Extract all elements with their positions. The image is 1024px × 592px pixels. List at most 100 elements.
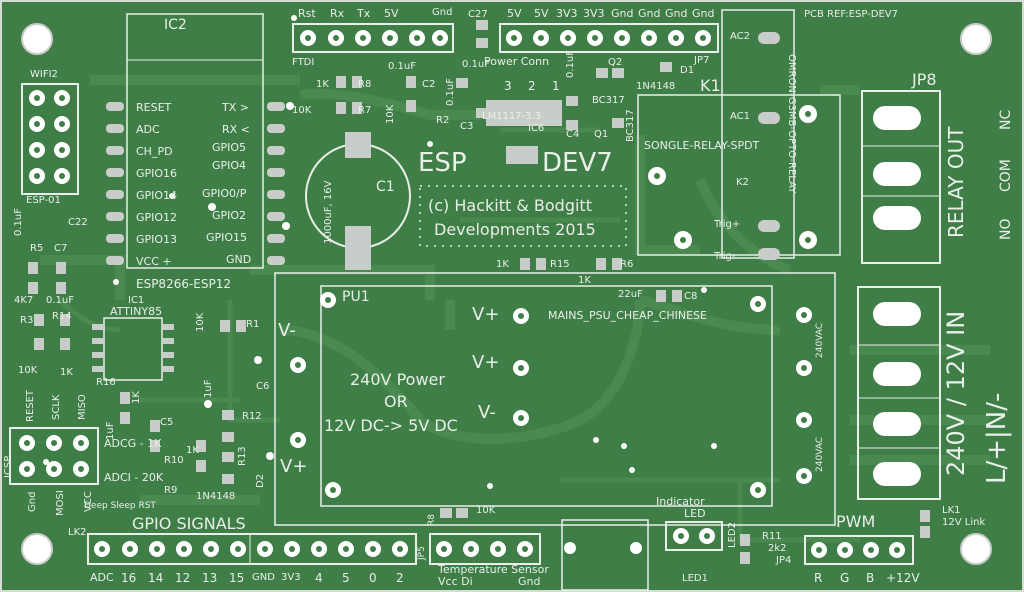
gpio-header-outline [87,533,417,565]
wifi-header-outline [21,83,79,195]
pwm-title: PWM [836,512,876,531]
psu-vac-1: 240VAC [815,322,825,358]
gpio-pin-10: 5 [342,571,350,585]
ftdi-header-outline [292,23,454,53]
relay-outline [637,94,841,256]
cap-value-5: 0.1uF [13,208,24,236]
icsp-sclk: SCLK [51,394,62,420]
ftdi-label-gnd: Gnd [432,7,453,18]
ftdi-label-rx: Rx [330,7,345,20]
temp-sensor-outline [561,519,649,591]
jp8-nc: NC [998,109,1014,130]
pwm-pin-b: B [866,571,875,585]
psu-vminus-2: V- [278,320,296,341]
res-value-11: 1K [186,445,199,456]
ic2-pin-right-6: GPIO2 [212,209,247,222]
power-label-6: Gnd [638,7,661,20]
power-label-1: 5V [507,7,522,20]
r2-ref: R2 [436,115,450,126]
temp-header-outline [429,533,541,565]
icsp-name: ICSP [3,455,14,478]
icsp-outline [9,427,99,485]
relay-alt: OMRON-G3MB-OPTO-RELAY [786,54,797,194]
indicator-led: LED [684,507,706,520]
ic2-pin-left-3: CH_PD [136,145,173,158]
relay-ac1: AC1 [730,111,751,122]
r3-ref: R3 [20,315,34,326]
c1-ref: C1 [376,179,395,195]
regulator-pad [506,146,538,164]
res-value-9: 10K [195,312,206,332]
power-label-2: 5V [534,7,549,20]
res-value-12: 10K [476,505,496,516]
cap-value-6: 0.1uF [46,295,74,306]
res-value-4: 1K [496,259,509,270]
ftdi-label-rst: Rst [298,7,316,20]
temp-r: R8 [427,514,437,526]
traces [40,75,990,505]
psu-line3: 12V DC-> 5V DC [324,416,458,435]
power-ref: JP7 [694,55,710,66]
title-copyright: (c) Hackitt & Bodgitt [428,196,592,215]
ic2-pin-right-3: GPIO5 [212,141,247,154]
res-value-8: 1K [60,367,73,378]
mains-terminal-outline [857,286,941,500]
c1-pad-bottom [345,226,371,270]
ic2-pads [106,102,285,265]
res-value-2: 10K [292,105,312,116]
reg-pin-2: 2 [528,79,536,93]
relay-k2: K2 [736,177,749,188]
pwm-header-outline [804,535,914,565]
ic1-name: ATTINY85 [110,305,163,318]
psu-name: MAINS_PSU_CHEAP_CHINESE [548,309,708,322]
c1-pad-top [345,132,371,158]
cap-value-9: 22uF [618,289,643,300]
ic2-pin-left-6: GPIO12 [136,211,178,224]
relay-trig-plus: Trig+ [714,219,741,230]
c5-ref: C5 [160,417,174,428]
lk1-link: 12V Link [942,517,986,528]
wifi-name: ESP-01 [26,195,61,206]
mounting-holes [21,23,992,565]
res-value-13: 2k2 [768,543,787,554]
r6-ref: R6 [620,259,634,270]
res-value-7: 10K [18,365,38,376]
temp-gnd: Gnd [518,575,541,588]
c2-ref: C2 [422,79,436,90]
r11-ref: R11 [762,531,782,542]
power-header-outline [499,23,719,53]
transistor-2: BC317 [625,109,636,142]
gpio-pin-5: 13 [202,571,218,585]
indicator-led2: LED2 [727,522,738,548]
relay-name: SONGLE-RELAY-SPDT [644,139,760,152]
title-esp: ESP [418,148,467,178]
diode-1: 1N4148 [636,81,676,92]
ic2-ref: IC2 [164,17,187,33]
jp8-no: NO [998,218,1014,241]
temp-jp: JP5 [417,546,427,560]
wifi-ref: WIFI2 [30,69,58,80]
mains-lnv: L/+|N/- [982,392,1012,484]
ic1-outline [103,317,163,381]
transistor-1: BC317 [592,95,625,106]
ic2-antenna [126,13,264,61]
jp8-label: RELAY OUT [944,126,968,238]
gpio-pin-11: 0 [369,571,377,585]
psu-line1: 240V Power [350,370,445,389]
cap-value-2: 0.1uF [462,59,490,70]
res-value-5: 1K [578,275,591,286]
cap-value-3: 0.1uF [445,78,456,106]
diode-2: 1N4148 [196,491,236,502]
opto-pads [758,32,780,260]
pwm-pin-r: R [814,571,823,585]
ic2-pin-left-8: VCC + [136,255,172,268]
c7-ref: C7 [54,243,68,254]
lk1-ref: LK1 [942,505,961,516]
c4-ref: C4 [566,129,580,140]
gpio-pin-7: GND [252,572,275,583]
ic2-pin-left-7: GPIO13 [136,233,178,246]
power-label-3: 3V3 [556,7,578,20]
indicator-led1: LED1 [682,573,708,584]
psu-vplus-1: V+ [472,304,500,325]
gpio-pin-12: 2 [396,571,404,585]
